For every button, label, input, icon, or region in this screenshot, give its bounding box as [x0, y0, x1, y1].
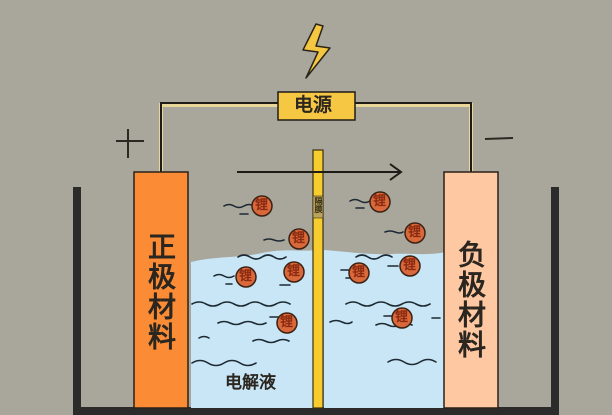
power-source-label: 电源: [294, 94, 333, 116]
ion-label: 锂: [403, 258, 417, 273]
lithium-ion: [369, 191, 391, 213]
ion-label: 锂: [373, 194, 387, 209]
positive-terminal-icon: [116, 129, 144, 158]
negative-electrode-label: 负极材料: [454, 240, 487, 360]
ion-label: 锂: [239, 269, 253, 284]
circuit-wire: [159, 102, 473, 174]
positive-electrode-label: 正极材料: [144, 232, 177, 352]
lithium-ion: [404, 222, 426, 244]
ion-label: 锂: [408, 225, 422, 240]
positive-electrode: [133, 171, 189, 409]
lithium-ion: [399, 255, 421, 277]
lightning-bolt-icon: [302, 23, 331, 79]
negative-terminal-icon: [484, 137, 514, 140]
ion-label: 锂: [287, 264, 301, 279]
ion-label: 锂: [292, 231, 306, 246]
ion-label: 锂: [352, 265, 366, 280]
separator-label: 隔膜: [314, 197, 323, 213]
ion-label: 锂: [280, 315, 294, 330]
lithium-ion: [235, 266, 257, 288]
battery-container: [73, 187, 559, 415]
electrolyte-waves: [191, 198, 441, 367]
electrolyte-area: [191, 250, 316, 408]
ion-label: 锂: [255, 198, 269, 213]
lithium-ions: [235, 191, 426, 334]
lithium-ion: [391, 307, 413, 329]
electrolyte-label: 电解液: [225, 373, 276, 393]
lithium-ion: [348, 262, 370, 284]
ion-direction-arrow: [237, 163, 403, 181]
lithium-ion: [288, 228, 310, 250]
ion-label: 锂: [395, 310, 409, 325]
power-source-box: [277, 91, 356, 121]
separator-membrane: [312, 149, 324, 409]
lithium-ion: [251, 195, 273, 217]
negative-electrode: [443, 171, 499, 409]
lithium-ion: [283, 261, 305, 283]
lithium-ion: [276, 312, 298, 334]
